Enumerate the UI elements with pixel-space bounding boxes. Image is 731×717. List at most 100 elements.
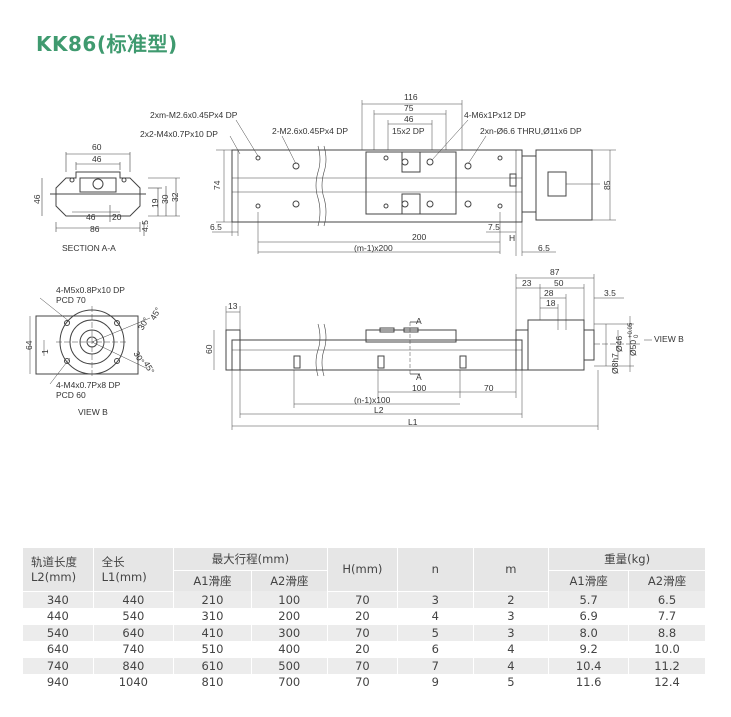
table-cell: 70 bbox=[327, 674, 399, 691]
th-rail-length: 轨道长度 L2(mm) bbox=[23, 548, 94, 592]
page-title: KK86(标准型) bbox=[36, 32, 178, 56]
table-cell: 200 bbox=[251, 608, 328, 625]
table-cell: 6 bbox=[397, 641, 474, 658]
top-dim-85: 85 bbox=[602, 180, 612, 190]
table-cell: 70 bbox=[327, 657, 399, 674]
th-stroke-a1: A1滑座 bbox=[173, 570, 252, 591]
viewb-label: VIEW B bbox=[78, 407, 108, 417]
table-cell: 100 bbox=[251, 591, 328, 608]
table-cell: 7.7 bbox=[628, 608, 706, 625]
table-cell: 6.5 bbox=[628, 591, 706, 608]
top-dim-7-5: 7.5 bbox=[488, 222, 500, 232]
table-cell: 640 bbox=[93, 624, 175, 641]
sec-dim-46-top: 46 bbox=[92, 154, 102, 164]
callout-2-m2-6: 2-M2.6x0.45Px4 DP bbox=[272, 126, 348, 136]
spec-table: 轨道长度 L2(mm) 全长 L1(mm) 最大行程(mm) H(mm) n m… bbox=[23, 548, 706, 691]
th-weight-a2: A2滑座 bbox=[628, 570, 706, 591]
motor-dim-46: Ø46 bbox=[614, 336, 624, 352]
th-m: m bbox=[473, 548, 550, 592]
table-cell: 10.4 bbox=[548, 657, 630, 674]
table-cell: 940 bbox=[23, 674, 94, 691]
table-cell: 700 bbox=[251, 674, 328, 691]
th-total-length-unit: L1(mm) bbox=[101, 570, 147, 585]
table-cell: 10.0 bbox=[628, 641, 706, 658]
table-cell: 8.0 bbox=[548, 624, 630, 641]
viewb-callout-m4: 4-M4x0.7Px8 DP bbox=[56, 380, 121, 390]
callout-2xm: 2xm-M2.6x0.45Px4 DP bbox=[150, 110, 238, 120]
top-dim-74: 74 bbox=[212, 180, 222, 190]
side-dim-100: 100 bbox=[412, 383, 426, 393]
table-cell: 440 bbox=[23, 608, 94, 625]
view-b-drawing bbox=[29, 297, 151, 385]
table-cell: 1040 bbox=[93, 674, 175, 691]
top-dim-6-5-left: 6.5 bbox=[210, 222, 222, 232]
side-dim-13: 13 bbox=[228, 301, 238, 311]
table-cell: 12.4 bbox=[628, 674, 706, 691]
table-cell: 5 bbox=[473, 674, 550, 691]
motor-dim-28: 28 bbox=[544, 288, 554, 298]
section-label: SECTION A-A bbox=[62, 243, 116, 253]
motor-tol-upper: +0.05 bbox=[628, 322, 634, 338]
motor-dim-50-dia: Ø50 bbox=[628, 340, 638, 356]
top-dim-200: 200 bbox=[412, 232, 426, 242]
viewb-pcd60: PCD 60 bbox=[56, 390, 86, 400]
viewb-dim-1: 1 bbox=[40, 349, 50, 354]
th-max-stroke: 最大行程(mm) bbox=[173, 548, 328, 571]
viewb-angle-45-top: 45° bbox=[148, 306, 163, 322]
top-dim-m-1: (m-1)x200 bbox=[354, 243, 393, 253]
motor-dim-18: 18 bbox=[546, 298, 556, 308]
viewb-dim-64: 64 bbox=[24, 340, 34, 350]
side-section-a-bot: A bbox=[416, 372, 422, 382]
table-cell: 400 bbox=[251, 641, 328, 658]
top-dim-6-5-right: 6.5 bbox=[538, 243, 550, 253]
callout-2xn: 2xn-Ø6.6 THRU,Ø11x6 DP bbox=[480, 126, 582, 136]
top-dim-116: 116 bbox=[404, 92, 418, 102]
motor-dim-50: 50 bbox=[554, 278, 564, 288]
table-cell: 20 bbox=[327, 608, 399, 625]
top-dim-h: H bbox=[509, 233, 515, 243]
side-view-b-label: VIEW B bbox=[654, 334, 684, 344]
table-cell: 6.9 bbox=[548, 608, 630, 625]
sec-dim-60: 60 bbox=[92, 142, 102, 152]
th-stroke-a2: A2滑座 bbox=[251, 570, 328, 591]
table-cell: 310 bbox=[173, 608, 252, 625]
table-cell: 11.6 bbox=[548, 674, 630, 691]
table-cell: 4 bbox=[397, 608, 474, 625]
motor-dim-87: 87 bbox=[550, 267, 560, 277]
table-cell: 9 bbox=[397, 674, 474, 691]
sec-dim-30: 30 bbox=[160, 194, 170, 204]
table-cell: 4 bbox=[473, 641, 550, 658]
top-dim-75: 75 bbox=[404, 103, 414, 113]
table-cell: 300 bbox=[251, 624, 328, 641]
table-cell: 4 bbox=[473, 657, 550, 674]
table-cell: 2 bbox=[473, 591, 550, 608]
callout-2x2: 2x2-M4x0.7Px10 DP bbox=[140, 129, 218, 139]
table-cell: 440 bbox=[93, 591, 175, 608]
table-cell: 410 bbox=[173, 624, 252, 641]
th-rail-length-unit: L2(mm) bbox=[31, 570, 77, 585]
side-dim-n-1: (n-1)x100 bbox=[354, 395, 391, 405]
table-cell: 3 bbox=[473, 608, 550, 625]
th-n: n bbox=[397, 548, 474, 592]
th-weight: 重量(kg) bbox=[548, 548, 706, 571]
table-cell: 540 bbox=[23, 624, 94, 641]
sec-dim-46-left: 46 bbox=[32, 194, 42, 204]
viewb-callout-m5: 4-M5x0.8Px10 DP bbox=[56, 285, 125, 295]
table-cell: 510 bbox=[173, 641, 252, 658]
table-cell: 8.8 bbox=[628, 624, 706, 641]
table-cell: 740 bbox=[23, 657, 94, 674]
top-view-drawing bbox=[212, 100, 616, 256]
section-a-a-drawing bbox=[41, 152, 180, 236]
side-section-a-top: A bbox=[416, 316, 422, 326]
technical-drawing: 60 46 46 20 86 46 19 30 32 4.5 SECTION A… bbox=[24, 92, 684, 430]
side-dim-60: 60 bbox=[204, 344, 214, 354]
motor-dim-3-5: 3.5 bbox=[604, 288, 616, 298]
table-cell: 3 bbox=[473, 624, 550, 641]
table-cell: 3 bbox=[397, 591, 474, 608]
table-cell: 740 bbox=[93, 641, 175, 658]
table-cell: 70 bbox=[327, 591, 399, 608]
